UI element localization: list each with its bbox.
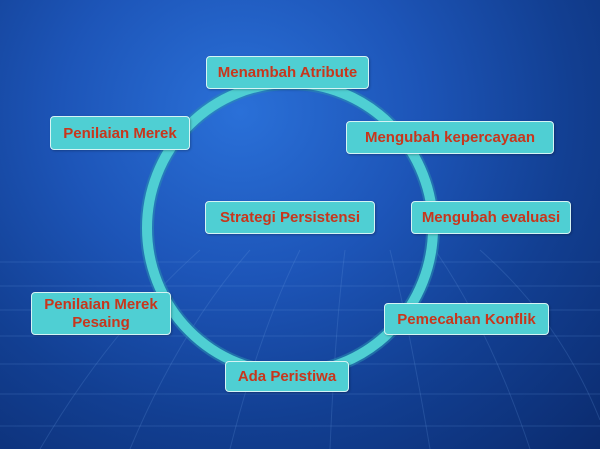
node-penilaian-merek-pesaing: Penilaian Merek Pesaing [31,292,171,335]
node-label: Ada Peristiwa [237,368,337,385]
node-label: Mengubah evaluasi [421,209,561,226]
center-node-strategi-persistensi: Strategi Persistensi [205,201,375,234]
node-label: Pemecahan Konflik [397,310,536,328]
node-ada-peristiwa: Ada Peristiwa [225,361,349,392]
node-mengubah-kepercayaan: Mengubah kepercayaan [346,121,554,154]
node-label: Mengubah kepercayaan [364,129,536,146]
node-penilaian-merek: Penilaian Merek [50,116,190,150]
node-mengubah-evaluasi: Mengubah evaluasi [411,201,571,234]
node-label: Menambah Atribute [217,64,358,81]
node-pemecahan-konflik: Pemecahan Konflik [384,303,549,335]
node-label-line2: Pesaing [72,313,130,331]
node-label: Penilaian Merek [63,124,177,142]
node-label-line1: Penilaian Merek [44,295,158,313]
node-menambah-atribute: Menambah Atribute [206,56,369,89]
center-label: Strategi Persistensi [219,209,361,226]
